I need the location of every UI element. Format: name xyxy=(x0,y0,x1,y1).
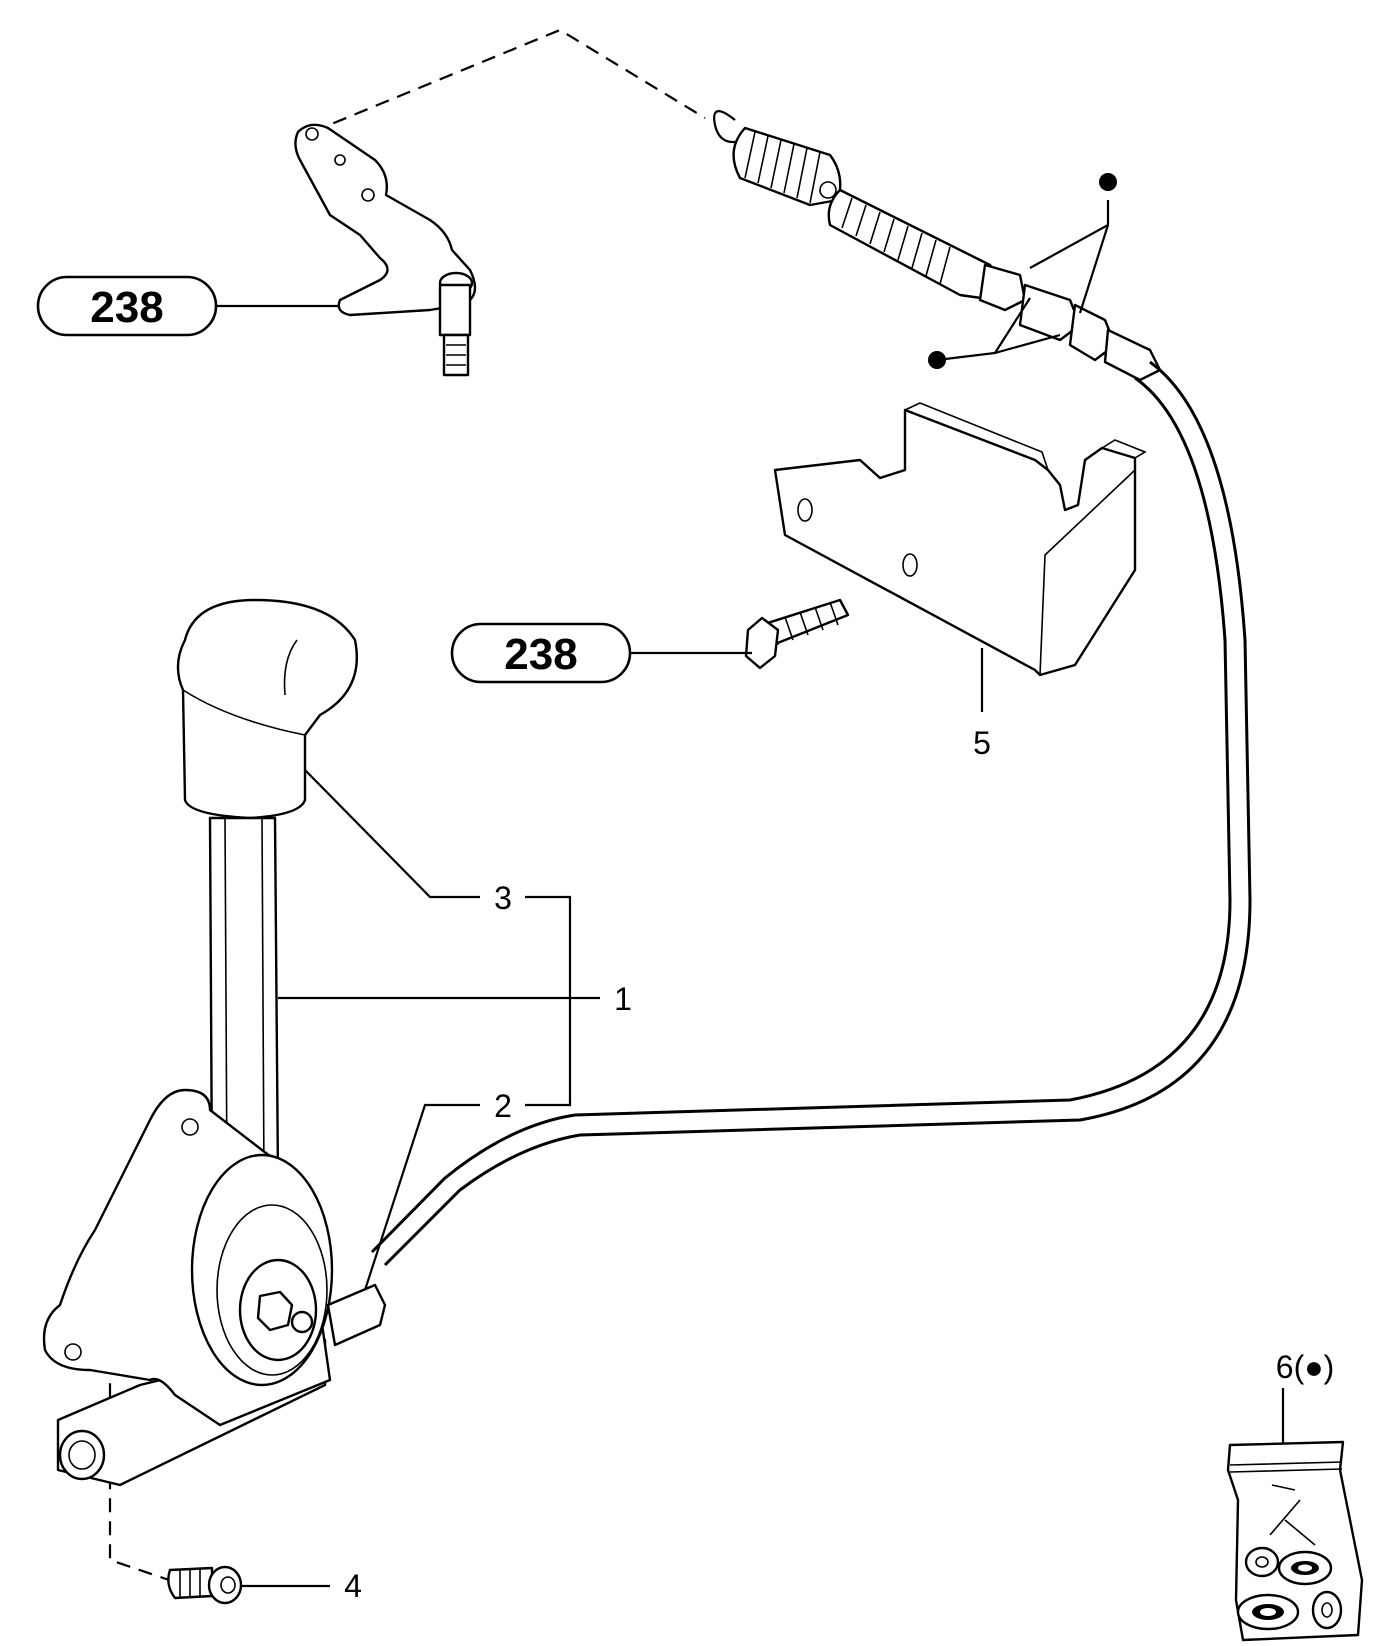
seal-kit-bag xyxy=(1226,1440,1364,1642)
bolt xyxy=(744,598,850,670)
callout-6: 6(●) xyxy=(1276,1349,1334,1385)
control-cable xyxy=(383,360,1252,1267)
cable-boot xyxy=(827,188,1007,302)
socket-screw xyxy=(167,1565,243,1605)
kit-marker-dots xyxy=(928,173,1117,369)
lever-knob xyxy=(176,598,358,820)
callout-1: 1 xyxy=(614,981,632,1017)
callout-4: 4 xyxy=(344,1568,362,1604)
callout-5: 5 xyxy=(973,725,991,761)
lever-housing xyxy=(42,1088,387,1487)
dashed-link-lever-to-spring xyxy=(311,28,706,134)
callout-bracket-1-2-3 xyxy=(525,895,572,1107)
cable-fittings xyxy=(978,263,1162,382)
mounting-bracket xyxy=(773,402,1147,677)
callout-2: 2 xyxy=(494,1088,512,1124)
upper-lever-arm xyxy=(294,123,477,377)
tension-spring xyxy=(713,110,842,207)
ref-238-middle: 238 xyxy=(450,622,632,684)
ref-238-upper-label: 238 xyxy=(90,283,163,332)
callout-3: 3 xyxy=(494,880,512,916)
leader-callout-2 xyxy=(363,1103,480,1291)
ref-238-middle-label: 238 xyxy=(504,630,577,679)
leader-callout-3 xyxy=(304,769,480,899)
ref-238-upper: 238 xyxy=(36,275,218,337)
